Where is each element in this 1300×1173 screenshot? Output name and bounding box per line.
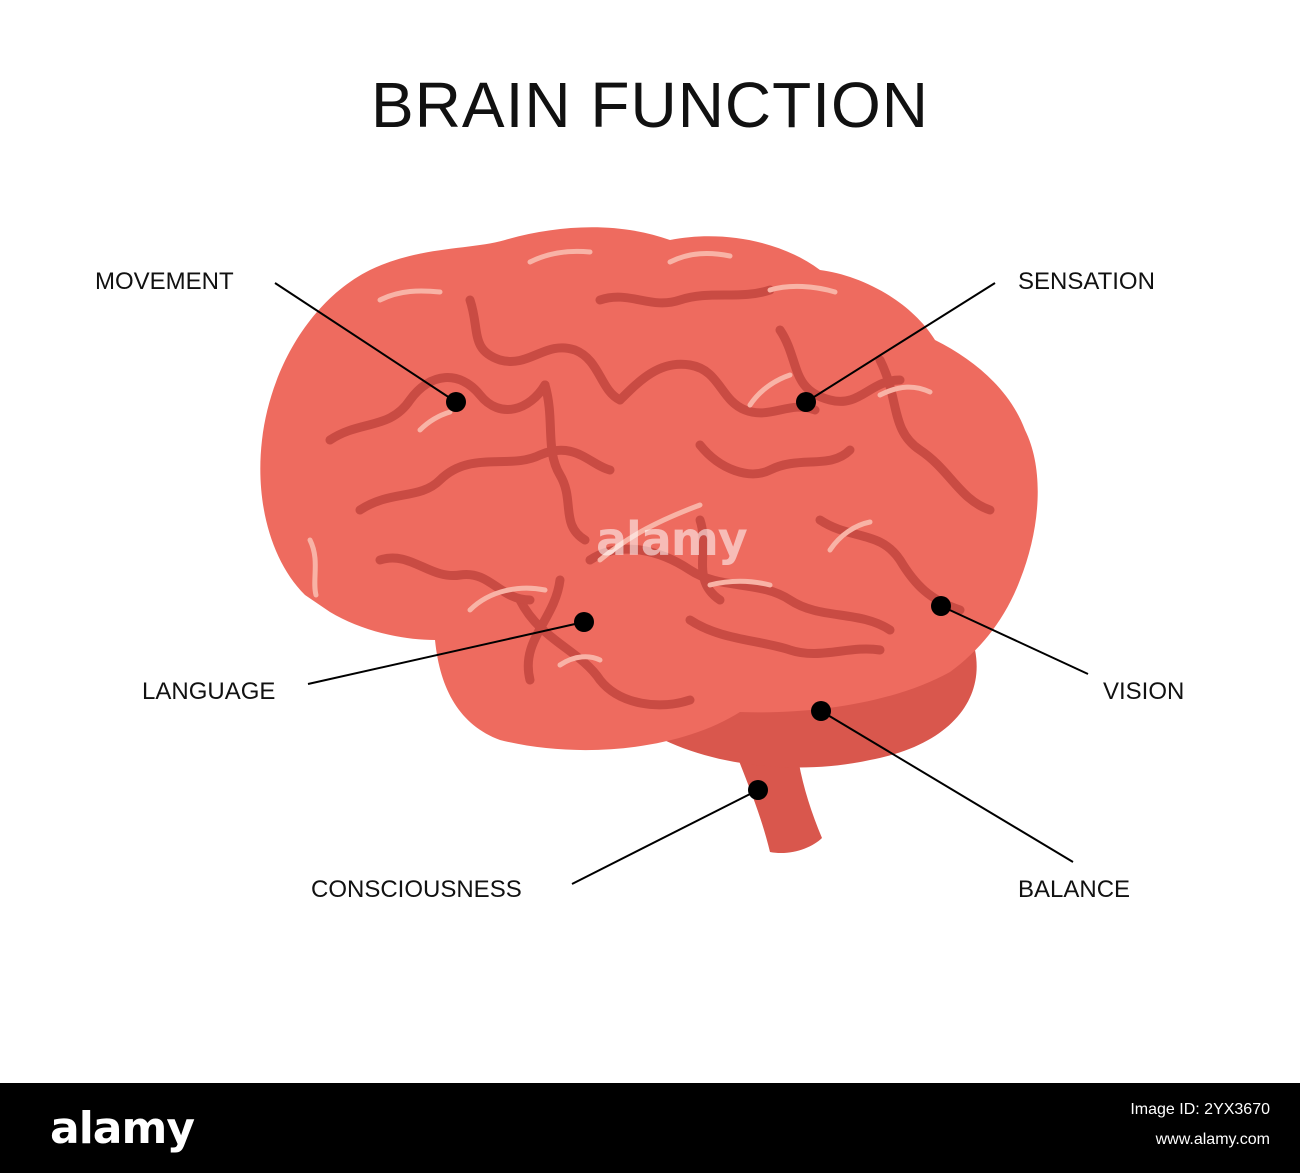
- region-markers: [446, 392, 951, 800]
- footer-image-info: Image ID: 2YX3670 www.alamy.com: [1130, 1095, 1270, 1155]
- brain-illustration: [260, 227, 1089, 885]
- watermark: alamy: [596, 512, 748, 566]
- label-movement: MOVEMENT: [95, 268, 234, 295]
- diagram-canvas: BRAIN FUNCTION: [95, 69, 1185, 903]
- leader-line-balance: [820, 710, 1074, 863]
- footer-logo: alamy: [50, 1103, 195, 1154]
- footer-bar: alamy Image ID: 2YX3670 www.alamy.com: [0, 1083, 1300, 1173]
- leader-line-sensation: [805, 282, 996, 403]
- footer-image-id: Image ID: 2YX3670: [1130, 1101, 1270, 1118]
- marker-consciousness: [748, 780, 768, 800]
- label-balance: BALANCE: [1018, 876, 1131, 903]
- leader-lines: [274, 282, 1089, 885]
- label-vision: VISION: [1103, 678, 1185, 705]
- footer-site: www.alamy.com: [1155, 1131, 1270, 1148]
- marker-language: [574, 612, 594, 632]
- diagram-title: BRAIN FUNCTION: [371, 69, 929, 141]
- marker-movement: [446, 392, 466, 412]
- label-consciousness: CONSCIOUSNESS: [311, 876, 522, 903]
- leader-line-consciousness: [571, 789, 759, 885]
- leader-line-movement: [274, 282, 457, 403]
- marker-balance: [811, 701, 831, 721]
- leader-line-vision: [940, 605, 1089, 675]
- marker-vision: [931, 596, 951, 616]
- leader-line-language: [307, 621, 585, 685]
- label-sensation: SENSATION: [1018, 268, 1155, 295]
- marker-sensation: [796, 392, 816, 412]
- brain-highlights: [307, 248, 933, 668]
- label-language: LANGUAGE: [142, 678, 276, 705]
